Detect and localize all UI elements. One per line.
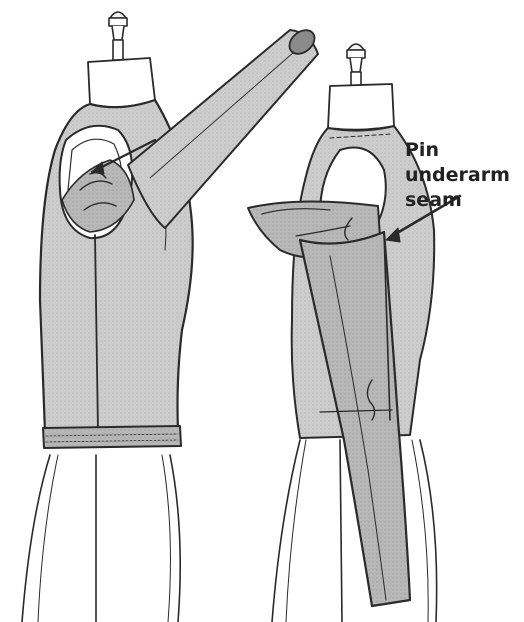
- form-base-left: [22, 455, 180, 622]
- form-neck-right: [328, 84, 394, 130]
- dress-form-left: [22, 12, 319, 622]
- form-knob-left: [109, 12, 127, 60]
- dress-form-right: [248, 44, 460, 622]
- form-knob-right: [347, 44, 365, 86]
- callout-line-3: seam: [405, 188, 520, 213]
- callout-label: Pin underarm seam: [405, 138, 520, 213]
- waistband-left: [43, 426, 181, 448]
- callout-line-2: underarm: [405, 163, 520, 188]
- form-neck-left: [88, 58, 155, 107]
- callout-line-1: Pin: [405, 138, 520, 163]
